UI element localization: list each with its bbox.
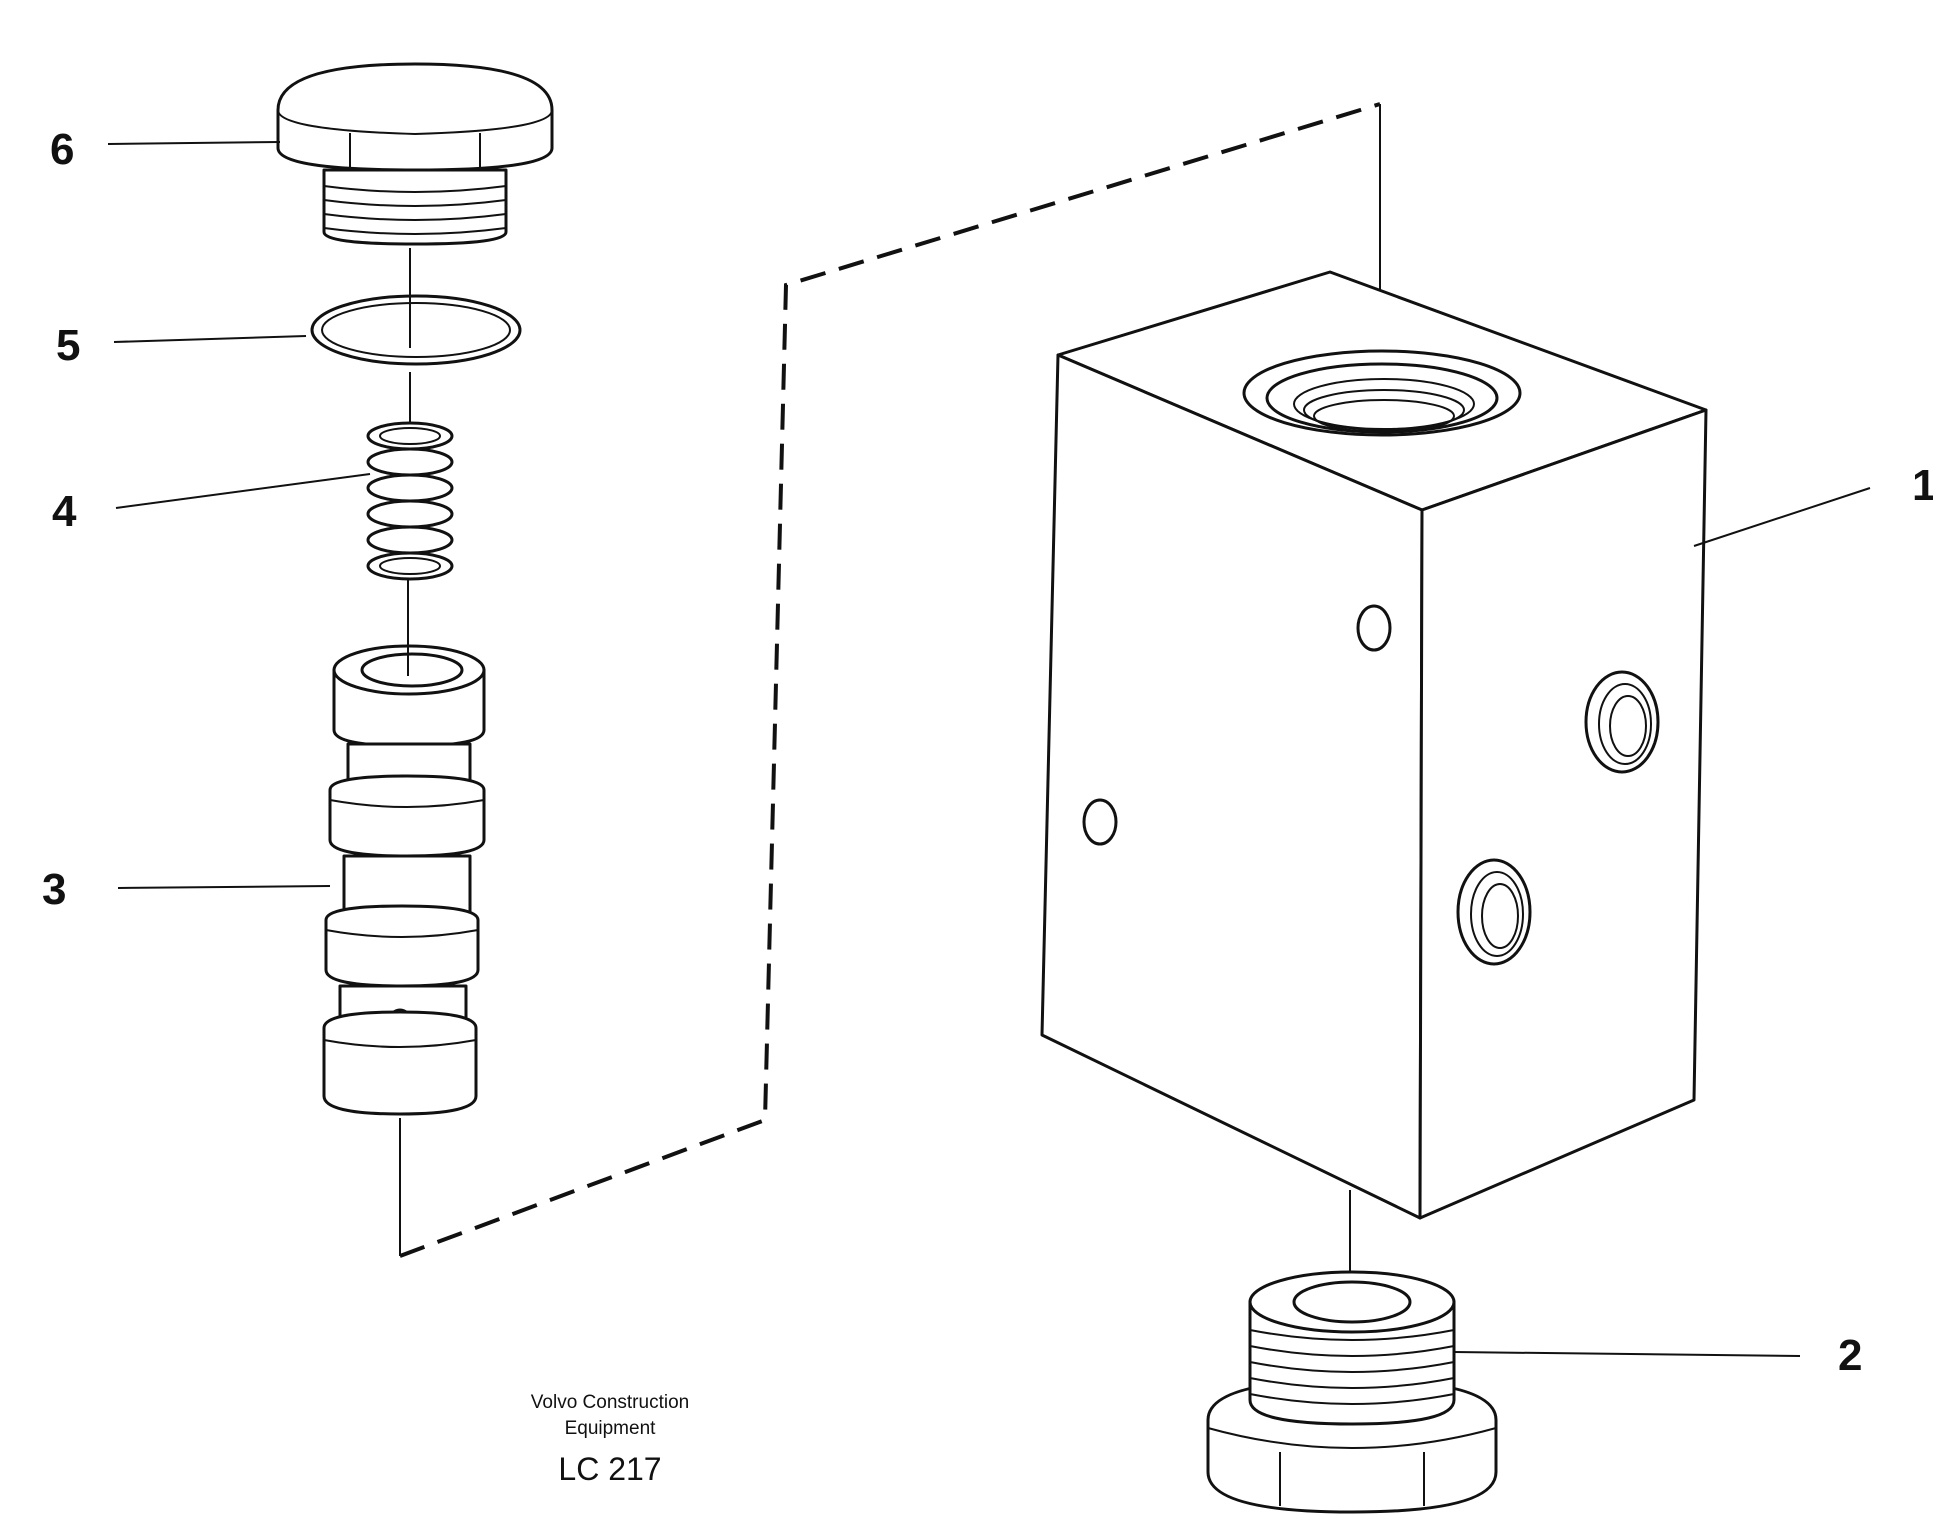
- leader-lines: [107, 141, 1871, 1357]
- part-3-valve-spool: [322, 644, 486, 1116]
- part-6-plug-cap: [276, 62, 554, 246]
- part-2-bottom-plug: [1206, 1270, 1498, 1514]
- assembly-path-dashed: [399, 102, 1381, 1258]
- caption-line-2: Equipment: [565, 1418, 657, 1439]
- caption-line-1: Volvo Construction: [531, 1392, 689, 1413]
- left-assembly-axis: [399, 248, 411, 1256]
- callout-6: 6: [50, 125, 74, 174]
- callout-5: 5: [56, 321, 80, 370]
- callout-3: 3: [42, 865, 66, 914]
- callout-1: 1: [1912, 461, 1933, 510]
- diagram-code: LC 217: [558, 1451, 661, 1487]
- publisher-caption: Volvo Construction Equipment LC 217: [531, 1392, 689, 1487]
- callout-4: 4: [52, 487, 77, 536]
- part-4-spring: [366, 421, 454, 581]
- callout-2: 2: [1838, 1331, 1862, 1380]
- part-1-valve-block: [1040, 270, 1708, 1220]
- part-5-o-ring: [310, 294, 522, 366]
